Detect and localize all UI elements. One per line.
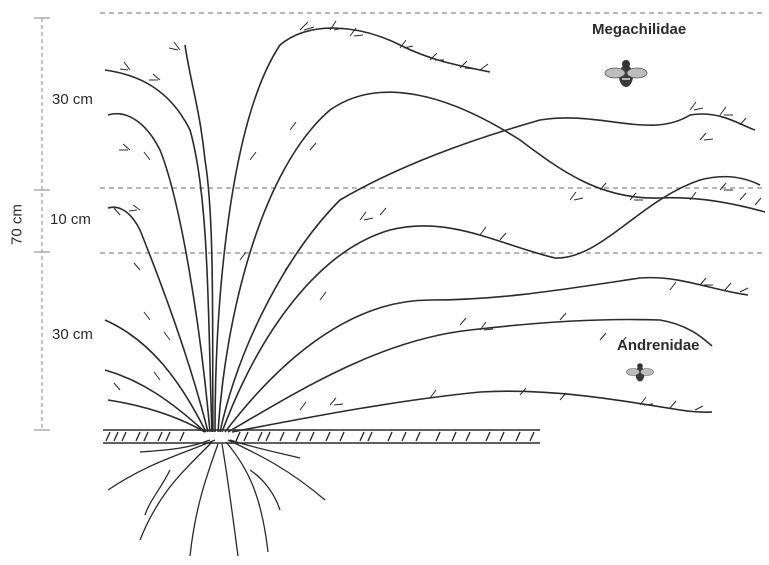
height-scale bbox=[34, 18, 50, 430]
plant-roots bbox=[108, 440, 325, 556]
bee-icon bbox=[605, 60, 647, 87]
family-label-megachilidae: Megachilidae bbox=[592, 21, 686, 38]
zone-lines bbox=[100, 13, 765, 253]
total-height-label: 70 cm bbox=[9, 200, 26, 250]
ground-line bbox=[103, 430, 540, 443]
zone-label-top: 30 cm bbox=[52, 91, 93, 108]
plant-stems bbox=[105, 28, 765, 432]
small-bee-icon bbox=[627, 363, 654, 381]
zone-label-middle: 10 cm bbox=[50, 211, 91, 228]
zone-label-bottom: 30 cm bbox=[52, 326, 93, 343]
family-label-andrenidae: Andrenidae bbox=[617, 337, 700, 354]
